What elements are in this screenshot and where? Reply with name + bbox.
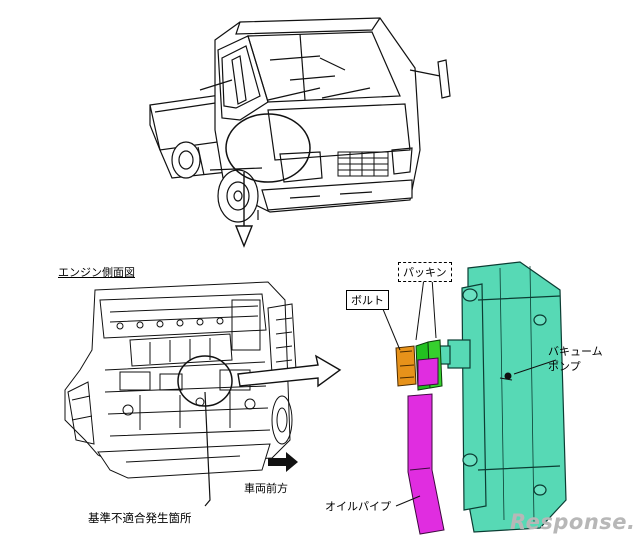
engine-highlight-circle	[177, 355, 233, 407]
oil-pipe-label: オイルパイプ	[325, 500, 391, 513]
truck-highlight-circle	[225, 113, 311, 183]
detail-pointers	[379, 277, 557, 507]
vacuum-pump-label: バキューム ポンプ	[548, 345, 603, 373]
vehicle-front-label: 車両前方	[244, 482, 288, 495]
response-watermark: Response.	[510, 510, 636, 534]
nonconformity-location-label: 基準不適合発生箇所	[88, 511, 192, 525]
truck-illustration	[149, 17, 451, 223]
vacuum-pump	[435, 261, 567, 533]
bolt-label: ボルト	[346, 290, 389, 310]
bolt	[395, 345, 417, 387]
detail-arrow	[237, 354, 342, 388]
engine-side-view-label: エンジン側面図	[58, 266, 135, 279]
vehicle-front-arrow	[268, 452, 298, 472]
nonconformity-pointer	[204, 391, 211, 507]
down-arrow	[234, 172, 254, 248]
oil-pipe	[407, 357, 445, 535]
engine-illustration	[64, 281, 297, 479]
gasket-label: パッキン	[398, 262, 452, 282]
